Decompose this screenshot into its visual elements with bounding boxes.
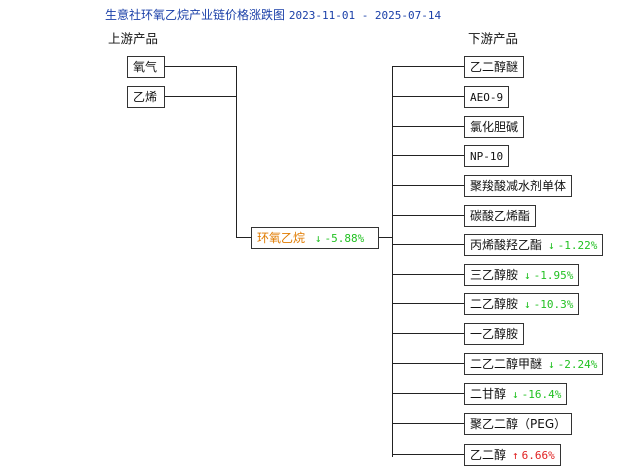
connector-line xyxy=(392,244,464,245)
connector-line xyxy=(392,454,464,455)
node-label: AEO-9 xyxy=(470,91,504,104)
connector-line xyxy=(236,237,251,238)
connector-line xyxy=(236,66,237,237)
downstream-node-ethylene-carbonate[interactable]: 碳酸乙烯酯 xyxy=(464,205,537,227)
node-change-value: -16.4% xyxy=(521,388,562,401)
connector-line xyxy=(392,96,464,97)
connector-line xyxy=(392,333,464,334)
chart-title: 生意社环氧乙烷产业链价格涨跌图 2023-11-01 - 2025-07-14 xyxy=(105,6,441,23)
node-change: ↓-1.22% xyxy=(548,239,597,252)
node-label: 氧气 xyxy=(133,60,158,74)
node-change: ↓-1.95% xyxy=(524,269,573,282)
connector-line xyxy=(165,66,237,67)
downstream-node-glycol-ether[interactable]: 乙二醇醚 xyxy=(464,56,525,78)
title-text: 生意社环氧乙烷产业链价格涨跌图 xyxy=(105,8,286,22)
connector-line xyxy=(165,96,237,97)
downstream-node-triethanolamine[interactable]: 三乙醇胺 ↓-1.95% xyxy=(464,264,580,286)
node-label: 二乙二醇甲醚 xyxy=(470,357,543,371)
connector-line xyxy=(392,66,393,457)
node-change: ↓-10.3% xyxy=(524,298,573,311)
downstream-node-pce-monomer[interactable]: 聚羧酸减水剂单体 xyxy=(464,175,573,197)
title-date-range: 2023-11-01 - 2025-07-14 xyxy=(288,9,442,22)
node-label: 聚乙二醇（PEG） xyxy=(470,417,567,431)
down-arrow-icon: ↓ xyxy=(548,239,555,252)
node-change: ↓-2.24% xyxy=(548,358,597,371)
node-label: 聚羧酸减水剂单体 xyxy=(470,179,567,193)
center-change-value: -5.88% xyxy=(324,232,365,245)
node-label: 乙二醇 xyxy=(470,448,507,462)
connector-line xyxy=(392,126,464,127)
downstream-node-diethylene-glycol[interactable]: 二甘醇 ↓-16.4% xyxy=(464,383,568,405)
connector-line xyxy=(392,66,464,67)
node-label: 乙烯 xyxy=(133,90,158,104)
downstream-node-choline-chloride[interactable]: 氯化胆碱 xyxy=(464,116,525,138)
downstream-node-diethylene-glycol-methyl-ether[interactable]: 二乙二醇甲醚 ↓-2.24% xyxy=(464,353,604,375)
node-label: 丙烯酸羟乙酯 xyxy=(470,238,543,252)
node-label: 二甘醇 xyxy=(470,387,507,401)
node-label: 三乙醇胺 xyxy=(470,268,519,282)
downstream-node-ethylene-glycol[interactable]: 乙二醇 ↑6.66% xyxy=(464,444,561,466)
down-arrow-icon: ↓ xyxy=(524,298,531,311)
node-change: ↑6.66% xyxy=(512,449,555,462)
upstream-node-ethylene[interactable]: 乙烯 xyxy=(127,86,165,108)
down-arrow-icon: ↓ xyxy=(548,358,555,371)
downstream-node-hydroxyethyl-acrylate[interactable]: 丙烯酸羟乙酯 ↓-1.22% xyxy=(464,234,604,256)
downstream-header: 下游产品 xyxy=(468,31,519,46)
downstream-node-diethanolamine[interactable]: 二乙醇胺 ↓-10.3% xyxy=(464,293,580,315)
connector-line xyxy=(392,185,464,186)
node-change-value: -2.24% xyxy=(557,358,598,371)
node-label: 氯化胆碱 xyxy=(470,120,519,134)
connector-line xyxy=(379,237,393,238)
downstream-node-monoethanolamine[interactable]: 一乙醇胺 xyxy=(464,323,525,345)
node-change: ↓-16.4% xyxy=(512,388,561,401)
center-change: ↓-5.88% xyxy=(315,232,364,245)
downstream-node-aeo-9[interactable]: AEO-9 xyxy=(464,86,510,108)
connector-line xyxy=(392,215,464,216)
connector-line xyxy=(392,274,464,275)
down-arrow-icon: ↓ xyxy=(314,232,322,245)
connector-line xyxy=(392,363,464,364)
connector-line xyxy=(392,155,464,156)
down-arrow-icon: ↓ xyxy=(524,269,531,282)
node-change-value: -10.3% xyxy=(533,298,574,311)
upstream-header: 上游产品 xyxy=(108,31,159,46)
node-change-value: 6.66% xyxy=(521,449,555,462)
node-label: 乙二醇醚 xyxy=(470,60,519,74)
node-change-value: -1.95% xyxy=(533,269,574,282)
up-arrow-icon: ↑ xyxy=(512,449,519,462)
connector-line xyxy=(392,393,464,394)
down-arrow-icon: ↓ xyxy=(512,388,519,401)
downstream-node-peg[interactable]: 聚乙二醇（PEG） xyxy=(464,413,573,435)
node-label: 一乙醇胺 xyxy=(470,327,519,341)
node-label: 二乙醇胺 xyxy=(470,297,519,311)
center-node-ethylene-oxide[interactable]: 环氧乙烷 ↓-5.88% xyxy=(251,227,379,249)
node-label: 碳酸乙烯酯 xyxy=(470,209,531,223)
center-label: 环氧乙烷 xyxy=(257,231,306,245)
downstream-node-np-10[interactable]: NP-10 xyxy=(464,145,510,167)
node-label: NP-10 xyxy=(470,150,504,163)
upstream-node-oxygen[interactable]: 氧气 xyxy=(127,56,165,78)
node-change-value: -1.22% xyxy=(557,239,598,252)
connector-line xyxy=(392,423,464,424)
connector-line xyxy=(392,303,464,304)
